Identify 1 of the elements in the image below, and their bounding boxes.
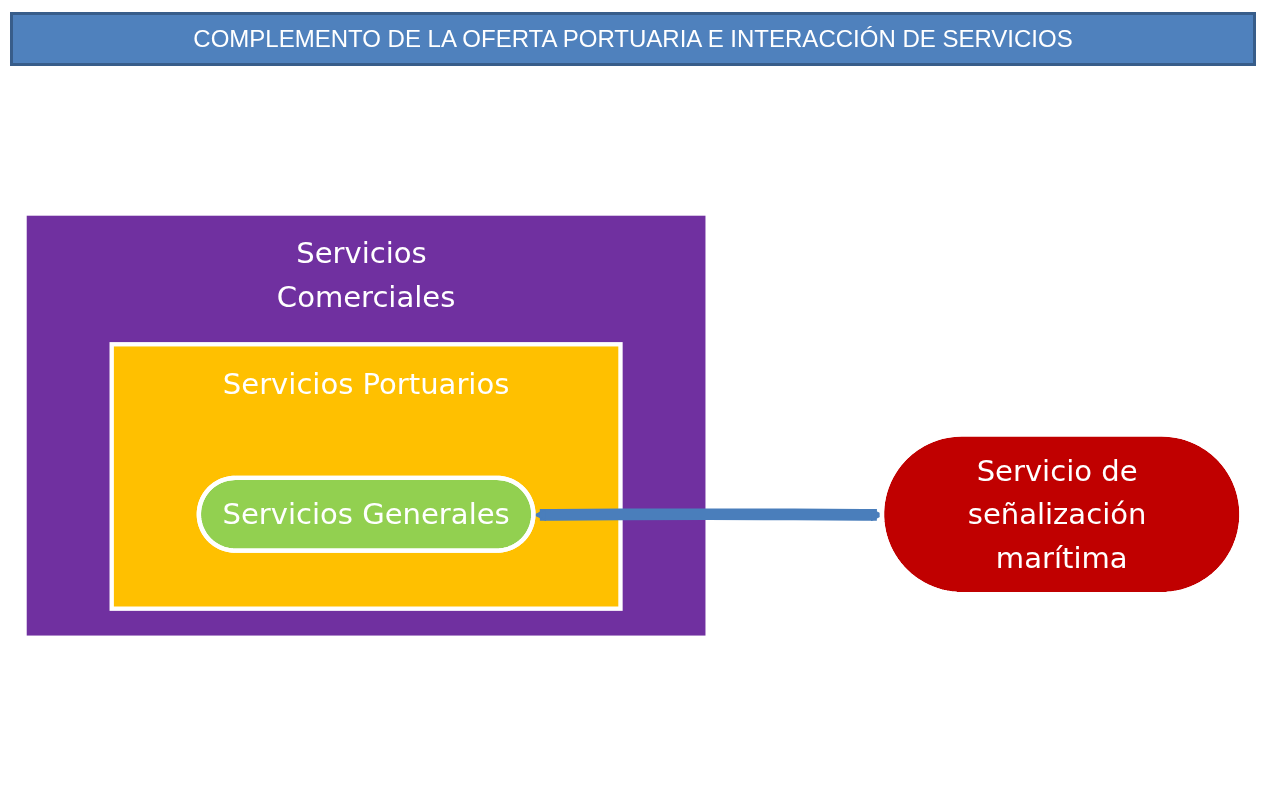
title-banner: COMPLEMENTO DE LA OFERTA PORTUARIA E INTERACCIÓN DE SERVICIOS (10, 12, 1256, 66)
